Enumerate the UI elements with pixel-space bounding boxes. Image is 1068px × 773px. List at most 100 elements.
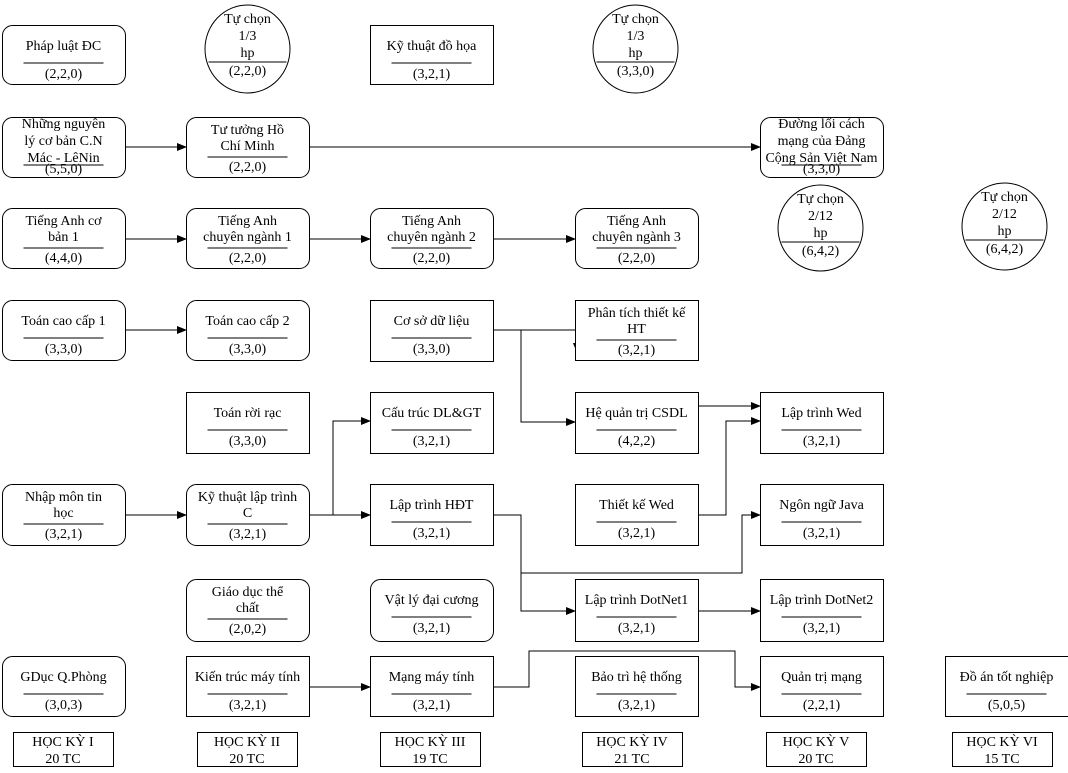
course-title-line: Cơ sở dữ liệu bbox=[394, 314, 470, 329]
course-credits: (3,2,1) bbox=[413, 698, 451, 713]
course-ktmt[interactable]: Kiến trúc máy tính(3,2,1) bbox=[187, 657, 310, 717]
course-title-line: 1/3 bbox=[627, 29, 645, 44]
course-credits: (5,0,5) bbox=[988, 698, 1026, 713]
course-vatly[interactable]: Vật lý đại cương (3,2,1) bbox=[371, 580, 494, 642]
semester-credits: 20 TC bbox=[229, 752, 264, 767]
course-title-line: Những nguyên bbox=[22, 117, 105, 132]
course-toancc1[interactable]: Toán cao cấp 1 (3,3,0) bbox=[3, 301, 126, 361]
course-title-line: Lập trình Wed bbox=[781, 406, 861, 421]
course-credits: (2,2,0) bbox=[413, 251, 451, 266]
course-csdl[interactable]: Cơ sở dữ liệu (3,3,0) bbox=[371, 301, 494, 362]
course-credits: (3,2,1) bbox=[413, 434, 451, 449]
course-baotri[interactable]: Bảo trì hệ thống(3,2,1) bbox=[576, 657, 699, 717]
course-title-line: Tự chọn bbox=[224, 12, 271, 27]
course-credits: (3,2,1) bbox=[413, 526, 451, 541]
course-ctdl[interactable]: Cấu trúc DL&GT(3,2,1) bbox=[371, 393, 494, 454]
course-credits: (3,2,1) bbox=[413, 67, 451, 82]
course-gdqp[interactable]: GDục Q.Phòng(3,0,3) bbox=[3, 657, 126, 717]
course-credits: (3,2,1) bbox=[618, 343, 656, 358]
course-credits: (2,2,0) bbox=[45, 67, 83, 82]
course-hqtcsdl[interactable]: Hệ quản trị CSDL(4,2,2) bbox=[576, 393, 699, 454]
course-title-line: mạng của Đảng bbox=[778, 134, 866, 149]
course-java[interactable]: Ngôn ngữ Java(3,2,1) bbox=[761, 485, 884, 546]
course-phapluat[interactable]: Pháp luật ĐC(2,2,0) bbox=[3, 26, 126, 85]
course-title-line: Nhập môn tin bbox=[25, 490, 102, 505]
course-title-line: Tự chọn bbox=[981, 190, 1028, 205]
course-dotnet1[interactable]: Lập trình DotNet1 (3,2,1) bbox=[576, 580, 699, 642]
course-title-line: Tự chọn bbox=[612, 12, 659, 27]
course-credits: (3,2,1) bbox=[618, 698, 656, 713]
course-credits: (2,2,0) bbox=[229, 251, 267, 266]
course-title-line: Kiến trúc máy tính bbox=[195, 670, 300, 685]
course-credits: (3,2,1) bbox=[618, 621, 656, 636]
course-kythuatdohoa[interactable]: Kỹ thuật đồ họa(3,2,1) bbox=[371, 26, 494, 85]
course-toanroirac[interactable]: Toán rời rạc(3,3,0) bbox=[187, 393, 310, 454]
semester-credits: 19 TC bbox=[412, 752, 447, 767]
semester-name: HỌC KỲ III bbox=[395, 733, 466, 750]
semester-hk1: HỌC KỲ I20 TC bbox=[14, 733, 114, 768]
course-title-line: C bbox=[243, 506, 252, 521]
course-title-line: Kỹ thuật lập trình bbox=[198, 490, 297, 505]
course-credits: (3,3,0) bbox=[45, 342, 83, 357]
semester-credits: 20 TC bbox=[798, 752, 833, 767]
course-credits: (2,0,2) bbox=[229, 622, 267, 637]
semester-name: HỌC KỲ V bbox=[783, 733, 850, 750]
course-lthdt[interactable]: Lập trình HĐT(3,2,1) bbox=[371, 485, 494, 546]
course-title-line: chuyên ngành 3 bbox=[592, 230, 681, 245]
course-credits: (6,4,2) bbox=[802, 244, 840, 259]
semester-credits: 15 TC bbox=[984, 752, 1019, 767]
course-title-line: Tự chọn bbox=[797, 192, 844, 207]
course-title-line: chuyên ngành 2 bbox=[387, 230, 476, 245]
course-title-line: học bbox=[53, 506, 73, 521]
course-dotnet2[interactable]: Lập trình DotNet2(3,2,1) bbox=[761, 580, 884, 642]
arrow-ktlt-to-ctdl bbox=[309, 421, 370, 515]
course-credits: (3,2,1) bbox=[229, 527, 267, 542]
course-title-line: Tư tưởng Hồ bbox=[211, 123, 284, 138]
course-mangmt[interactable]: Mạng máy tính(3,2,1) bbox=[371, 657, 494, 717]
course-title-line: Toán cao cấp 1 bbox=[21, 314, 105, 329]
course-credits: (3,2,1) bbox=[413, 621, 451, 636]
course-title-line: Tiếng Anh bbox=[218, 214, 277, 229]
course-credits: (3,3,0) bbox=[413, 342, 451, 357]
arrow-csdl-to-ptkt bbox=[493, 330, 577, 352]
course-title-line: HT bbox=[627, 322, 646, 337]
course-title-line: lý cơ bản C.N bbox=[24, 134, 102, 149]
course-title-line: Đường lối cách bbox=[778, 117, 865, 132]
course-title-line: Vật lý đại cương bbox=[385, 593, 479, 608]
course-title-line: Chí Minh bbox=[220, 139, 274, 154]
semester-hk5: HỌC KỲ V 20 TC bbox=[767, 733, 867, 768]
arrow-csdl-to-hqtcsdl bbox=[521, 330, 575, 422]
course-thietkewed[interactable]: Thiết kế Wed(3,2,1) bbox=[576, 485, 699, 546]
course-title-line: Phân tích thiết kế bbox=[588, 306, 686, 321]
course-laptrinhwed[interactable]: Lập trình Wed(3,2,1) bbox=[761, 393, 884, 454]
semester-name: HỌC KỲ VI bbox=[966, 733, 1038, 750]
course-quantrimang[interactable]: Quản trị mạng(2,2,1) bbox=[761, 657, 884, 717]
course-title-line: Lập trình DotNet1 bbox=[585, 593, 688, 608]
course-credits: (2,2,0) bbox=[229, 64, 267, 79]
course-credits: (3,2,1) bbox=[45, 527, 83, 542]
course-doan[interactable]: Đồ án tốt nghiệp(5,0,5) bbox=[946, 657, 1068, 717]
course-title-line: hp bbox=[241, 46, 255, 61]
course-toancc2[interactable]: Toán cao cấp 2(3,3,0) bbox=[187, 301, 310, 361]
course-title-line: chất bbox=[236, 601, 259, 616]
course-title-line: Ngôn ngữ Java bbox=[779, 498, 864, 513]
course-title-line: bản 1 bbox=[48, 230, 79, 245]
course-title-line: Lập trình DotNet2 bbox=[770, 593, 873, 608]
